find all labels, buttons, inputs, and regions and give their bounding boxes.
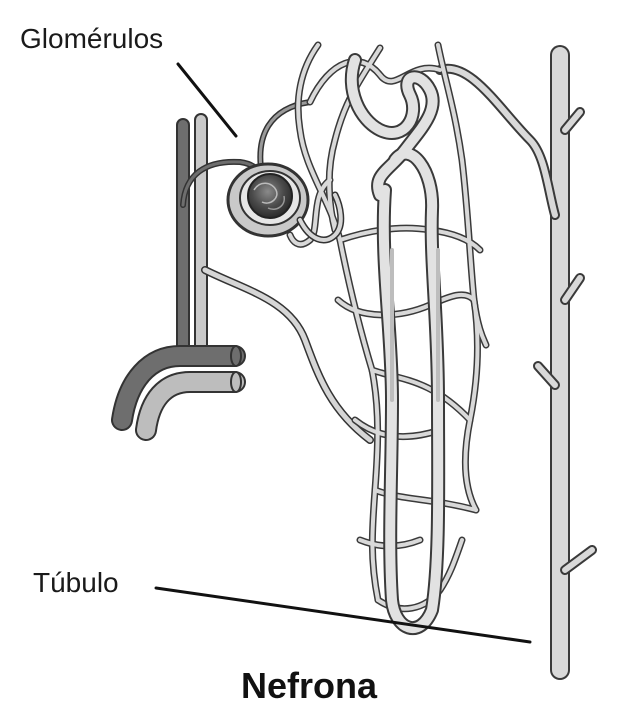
tubule-leader-line bbox=[154, 586, 532, 644]
diagram-title: Nefrona bbox=[240, 665, 378, 706]
glomerulus-leader-line bbox=[176, 62, 238, 138]
renal-vessels bbox=[111, 99, 374, 444]
collecting-duct bbox=[435, 45, 597, 680]
loop-of-henle bbox=[344, 53, 446, 636]
tubule-label: Túbulo bbox=[33, 567, 119, 598]
glomerulus bbox=[247, 173, 293, 219]
glomerulus-label: Glomérulos bbox=[20, 23, 164, 54]
